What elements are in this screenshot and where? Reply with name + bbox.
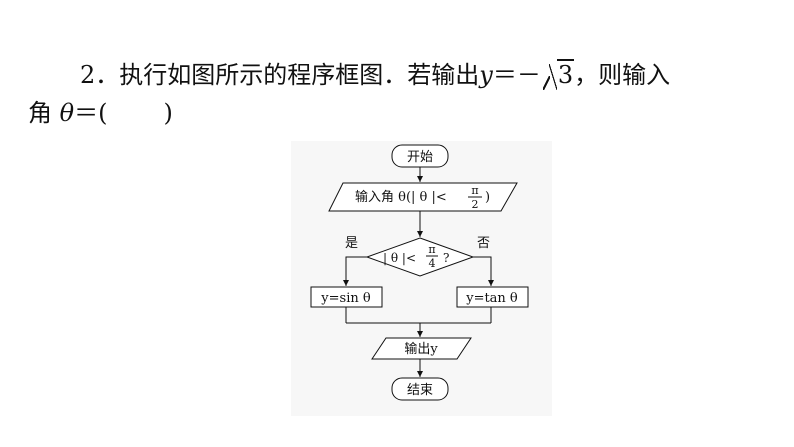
no-branch-line xyxy=(473,256,494,286)
input-frac-num: π xyxy=(471,184,478,197)
input-parallelogram xyxy=(328,182,518,212)
input-prefix: 输入角 θ( xyxy=(355,189,411,205)
input-suffix: ) xyxy=(485,190,490,205)
output-label: 输出y xyxy=(404,341,438,357)
question-text-line2: 角 xyxy=(28,99,52,127)
yes-branch-line xyxy=(343,256,367,286)
question-number: 2 xyxy=(80,61,96,89)
tan-process-box xyxy=(456,286,529,308)
decision-frac-den: 4 xyxy=(429,257,436,270)
input-label: 输入角 θ(| θ |< xyxy=(355,189,447,205)
question-text: ．执行如图所示的程序框图．若输出 xyxy=(95,61,480,89)
equals-sign: ＝ xyxy=(492,61,517,89)
answer-close-paren: ) xyxy=(163,99,173,127)
no-label: 否 xyxy=(477,236,490,251)
end-terminal xyxy=(391,377,449,401)
start-label: 开始 xyxy=(407,150,433,165)
minus-sign: － xyxy=(516,61,541,89)
output-parallelogram xyxy=(371,337,472,360)
question-line-2: 角 θ＝() xyxy=(28,99,173,127)
decision-frac-num: π xyxy=(428,243,435,256)
end-label: 结束 xyxy=(407,383,433,398)
input-frac-den: 2 xyxy=(472,198,479,211)
yes-label: 是 xyxy=(345,236,358,251)
question-text-suffix: ，则输入 xyxy=(574,61,671,89)
tan-process-label: y=tan θ xyxy=(465,291,518,306)
decision-condition: | θ |< xyxy=(383,251,416,265)
answer-open-paren: ＝( xyxy=(74,99,108,127)
question-line-1: 2．执行如图所示的程序框图．若输出y＝－ 3，则输入 xyxy=(80,59,671,90)
sin-process-label: y=sin θ xyxy=(320,291,371,306)
flowchart-figure: 开始 输入角 θ(| θ |< π 2 ) | θ |< π 4 ? 是 否 y… xyxy=(291,141,552,416)
sqrt-symbol: 3 xyxy=(542,59,575,90)
var-y: y xyxy=(479,61,493,89)
input-condition: | θ |< xyxy=(411,190,447,205)
decision-diamond xyxy=(365,237,475,277)
flowchart-svg: 开始 输入角 θ(| θ |< π 2 ) | θ |< π 4 ? 是 否 y… xyxy=(310,144,529,401)
var-theta: θ xyxy=(59,99,75,127)
sqrt-radicand: 3 xyxy=(556,59,575,89)
decision-question-mark: ? xyxy=(443,251,449,265)
